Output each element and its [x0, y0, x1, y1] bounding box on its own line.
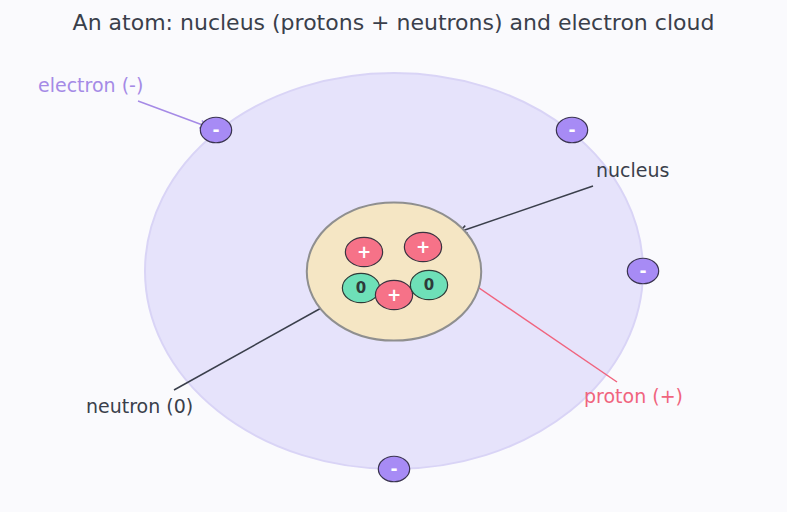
- electron-particle: -: [200, 117, 232, 143]
- nucleus: nucleus++0+0: [305, 201, 483, 342]
- particle-sign: +: [345, 237, 383, 267]
- leader-line: [459, 186, 593, 232]
- particle-sign: 0: [410, 270, 448, 300]
- neutron-particle: 0: [410, 270, 448, 300]
- particle-sign: 0: [342, 273, 380, 303]
- leader-line: [174, 297, 341, 390]
- nucleus-label: nucleus: [596, 159, 669, 181]
- ellipse-outline: [305, 201, 483, 342]
- particle-sign: -: [200, 117, 232, 143]
- particle-sign: -: [378, 456, 410, 482]
- particle-sign: -: [627, 258, 659, 284]
- proton-particle: +: [375, 280, 413, 310]
- particle-sign: -: [556, 117, 588, 143]
- neutron-label: neutron (0): [86, 395, 193, 417]
- electron-particle: -: [627, 258, 659, 284]
- proton-particle: +: [404, 232, 442, 262]
- neutron-particle: 0: [342, 273, 380, 303]
- proton-particle: +: [345, 237, 383, 267]
- leader-line: [138, 101, 208, 127]
- proton-label: proton (+): [584, 385, 683, 407]
- particle-sign: +: [404, 232, 442, 262]
- electron-particle: -: [378, 456, 410, 482]
- electron-particle: -: [556, 117, 588, 143]
- particle-sign: +: [375, 280, 413, 310]
- electron-label: electron (-): [38, 74, 143, 96]
- diagram-title: An atom: nucleus (protons + neutrons) an…: [73, 10, 715, 35]
- electron-cloud: [145, 73, 643, 469]
